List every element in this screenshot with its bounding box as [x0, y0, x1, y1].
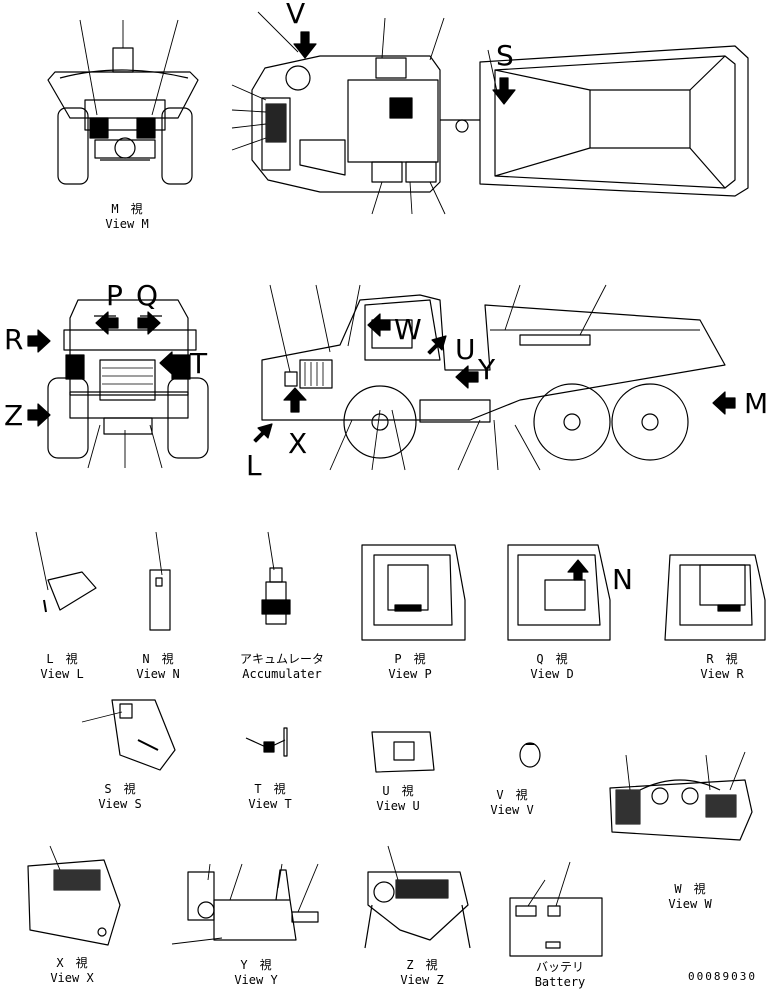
- drawing-number: 00089030: [688, 970, 757, 983]
- arrow-label-l: L: [246, 449, 262, 482]
- arrow-label-r: R: [4, 323, 24, 356]
- arrow-label-y: Y: [478, 353, 496, 386]
- arrow-label-m: M: [744, 387, 767, 420]
- detail-views-drawing: [27, 531, 766, 957]
- arrow-label-q: Q: [136, 279, 159, 312]
- arrow-label-u: U: [455, 333, 476, 366]
- arrow-label-v: V: [286, 0, 306, 30]
- arrow-label-z: Z: [4, 399, 24, 432]
- side-view-drawing: [253, 284, 736, 471]
- front-view-drawing: [27, 299, 209, 469]
- arrow-label-w: W: [394, 313, 422, 346]
- arrow-label-p: P: [106, 279, 123, 312]
- rear-view-drawing: [47, 19, 199, 185]
- arrow-label-s: S: [496, 39, 514, 72]
- top-view-drawing: [231, 11, 749, 215]
- arrow-label-t: T: [190, 347, 208, 380]
- arrow-label-x: X: [288, 427, 308, 460]
- arrow-label-n: N: [612, 563, 633, 596]
